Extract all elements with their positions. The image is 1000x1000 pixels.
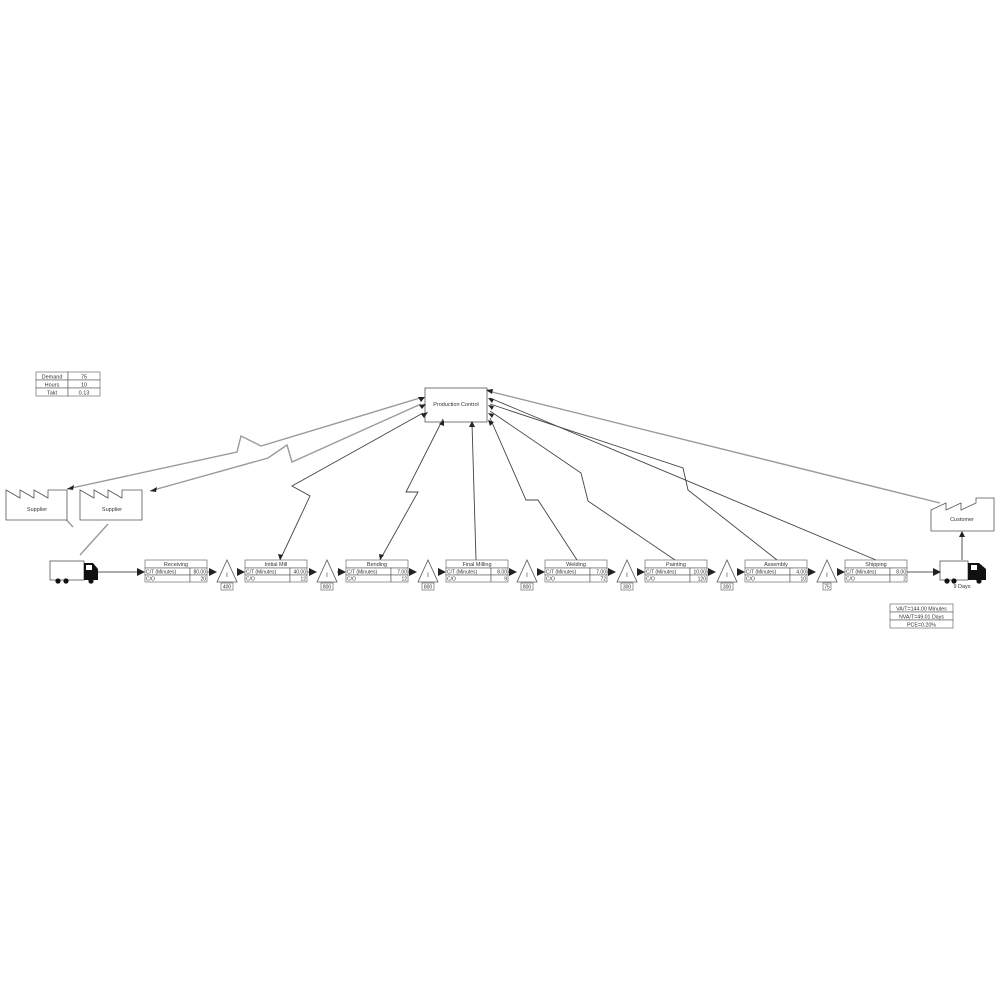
customer-label: Customer bbox=[950, 517, 974, 523]
process-co-value: 2 bbox=[903, 577, 906, 583]
process-co-label: C/O bbox=[646, 577, 655, 583]
process-co-label: C/O bbox=[146, 577, 155, 583]
inventory-qty: 75 bbox=[824, 585, 830, 591]
customer[interactable]: Customer bbox=[930, 497, 995, 532]
process-co-value: 10 bbox=[800, 577, 806, 583]
summary-table: VA/T=144.00 Minutes NVA/T=49.01 Days PCE… bbox=[889, 603, 954, 629]
process-box[interactable]: Receiving C/T (Minutes) 80.00 C/O 20 bbox=[144, 559, 208, 583]
process-name: Assembly bbox=[764, 562, 788, 568]
inventory-triangle-icon[interactable]: I 75 bbox=[816, 559, 838, 591]
process-box[interactable]: Assembly C/T (Minutes) 4.00 C/O 10 bbox=[744, 559, 808, 583]
process-co-value: 120 bbox=[698, 577, 707, 583]
delivery-label: 9 Days bbox=[953, 584, 970, 590]
process-name: Bending bbox=[367, 562, 387, 568]
arrowheads bbox=[67, 389, 965, 560]
process-boxes: Receiving C/T (Minutes) 80.00 C/O 20 Ini… bbox=[144, 559, 908, 583]
process-co-value: 72 bbox=[600, 577, 606, 583]
takt-value-takt: 0.13 bbox=[79, 391, 90, 397]
process-ct-label: C/T (Minutes) bbox=[246, 570, 277, 576]
production-control-label: Production Control bbox=[433, 402, 479, 408]
inventory-triangle-icon[interactable]: I 300 bbox=[716, 559, 738, 591]
information-flow bbox=[59, 390, 941, 556]
process-ct-value: 8.00 bbox=[497, 570, 507, 576]
takt-label-takt: Takt bbox=[47, 391, 58, 397]
supplier-1[interactable]: Supplier bbox=[5, 489, 68, 521]
electronic-information-flow bbox=[279, 397, 963, 561]
process-ct-label: C/T (Minutes) bbox=[746, 570, 777, 576]
inventory-triangle-icon[interactable]: I 800 bbox=[316, 559, 338, 591]
process-co-value: 20 bbox=[200, 577, 206, 583]
summary-pce: PCE=0.20% bbox=[907, 622, 936, 628]
process-ct-label: C/T (Minutes) bbox=[646, 570, 677, 576]
production-control[interactable]: Production Control bbox=[424, 387, 488, 423]
process-name: Shipping bbox=[865, 562, 886, 568]
process-co-value: 9 bbox=[504, 577, 507, 583]
process-box[interactable]: Bending C/T (Minutes) 7.00 C/O 12 bbox=[345, 559, 409, 583]
inventory-symbol: I bbox=[427, 573, 429, 579]
process-name: Final Milling bbox=[462, 562, 491, 568]
process-box[interactable]: Shipping C/T (Minutes) 8.00 C/O 2 bbox=[844, 559, 908, 583]
supplier-1-label: Supplier bbox=[27, 507, 47, 513]
process-co-label: C/O bbox=[746, 577, 755, 583]
process-ct-label: C/T (Minutes) bbox=[347, 570, 378, 576]
truck-icon bbox=[939, 560, 986, 584]
process-name: Receiving bbox=[164, 562, 188, 568]
process-co-value: 12 bbox=[300, 577, 306, 583]
takt-label-demand: Demand bbox=[42, 375, 63, 381]
inventory-qty: 800 bbox=[523, 585, 532, 591]
takt-table: Demand 75 Hours 10 Takt 0.13 bbox=[35, 371, 101, 397]
supplier-2-label: Supplier bbox=[102, 507, 122, 513]
supplier-2[interactable]: Supplier bbox=[79, 489, 143, 521]
process-ct-value: 7.00 bbox=[596, 570, 606, 576]
inventory-qty: 800 bbox=[323, 585, 332, 591]
process-box[interactable]: Final Milling C/T (Minutes) 8.00 C/O 9 bbox=[445, 559, 509, 583]
process-box[interactable]: Welding C/T (Minutes) 7.00 C/O 72 bbox=[544, 559, 608, 583]
process-ct-label: C/T (Minutes) bbox=[146, 570, 177, 576]
process-ct-value: 40.00 bbox=[293, 570, 306, 576]
process-ct-label: C/T (Minutes) bbox=[846, 570, 877, 576]
inventory-qty: 800 bbox=[424, 585, 433, 591]
inventory-triangle-icon[interactable]: I 300 bbox=[616, 559, 638, 591]
inventory-triangle-icon[interactable]: I 800 bbox=[417, 559, 439, 591]
process-ct-value: 80.00 bbox=[193, 570, 206, 576]
inventory-symbol: I bbox=[526, 573, 528, 579]
inventory-symbol: I bbox=[726, 573, 728, 579]
takt-label-hours: Hours bbox=[45, 383, 60, 389]
process-box[interactable]: Painting C/T (Minutes) 10.00 C/O 120 bbox=[644, 559, 708, 583]
process-co-value: 12 bbox=[401, 577, 407, 583]
inventory-symbol: I bbox=[826, 573, 828, 579]
process-co-label: C/O bbox=[846, 577, 855, 583]
inventories: I 400 I 800 I 800 I 800 I 300 bbox=[216, 559, 838, 591]
process-co-label: C/O bbox=[246, 577, 255, 583]
inventory-symbol: I bbox=[326, 573, 328, 579]
process-ct-value: 8.00 bbox=[896, 570, 906, 576]
inventory-qty: 300 bbox=[623, 585, 632, 591]
takt-value-demand: 75 bbox=[81, 375, 87, 381]
process-co-label: C/O bbox=[447, 577, 456, 583]
inventory-qty: 300 bbox=[723, 585, 732, 591]
takt-value-hours: 10 bbox=[81, 383, 87, 389]
process-ct-value: 4.00 bbox=[796, 570, 806, 576]
process-co-label: C/O bbox=[347, 577, 356, 583]
inventory-symbol: I bbox=[226, 573, 228, 579]
inventory-qty: 400 bbox=[223, 585, 232, 591]
summary-nva-time: NVA/T=49.01 Days bbox=[899, 614, 944, 620]
process-name: Initial Mill bbox=[265, 562, 288, 568]
process-co-label: C/O bbox=[546, 577, 555, 583]
process-ct-value: 7.00 bbox=[397, 570, 407, 576]
process-ct-value: 10.00 bbox=[693, 570, 706, 576]
inventory-triangle-icon[interactable]: I 800 bbox=[516, 559, 538, 591]
process-name: Painting bbox=[666, 562, 686, 568]
process-ct-label: C/T (Minutes) bbox=[546, 570, 577, 576]
truck-icon bbox=[49, 560, 98, 584]
inventory-symbol: I bbox=[626, 573, 628, 579]
process-ct-label: C/T (Minutes) bbox=[447, 570, 478, 576]
inventory-triangle-icon[interactable]: I 400 bbox=[216, 559, 238, 591]
summary-va-time: VA/T=144.00 Minutes bbox=[896, 606, 947, 612]
process-box[interactable]: Initial Mill C/T (Minutes) 40.00 C/O 12 bbox=[244, 559, 308, 583]
process-name: Welding bbox=[566, 562, 586, 568]
